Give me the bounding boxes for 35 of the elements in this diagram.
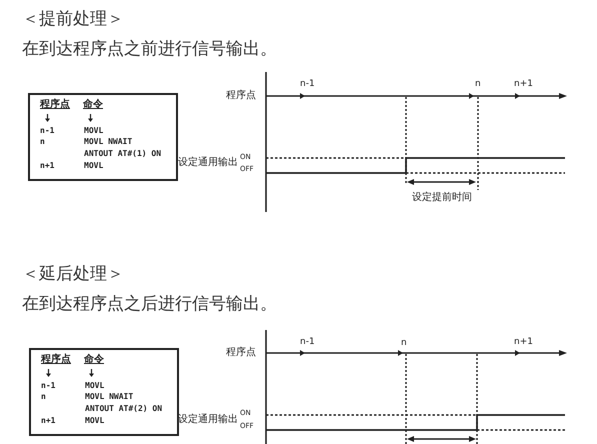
step-label: n-1 bbox=[41, 382, 56, 390]
step-label: n bbox=[41, 393, 46, 401]
dimension-label: 设定提前时间 bbox=[412, 193, 472, 203]
axis-label: 程序点 bbox=[226, 91, 256, 101]
command-text: ANTOUT AT#(1) ON bbox=[84, 150, 162, 158]
signal-label: 设定通用输出 bbox=[178, 415, 238, 425]
axis-label: 程序点 bbox=[226, 348, 256, 358]
step-label: n bbox=[40, 138, 45, 146]
command-text: MOVL bbox=[84, 127, 104, 135]
section-heading: ＜提前处理＞ bbox=[22, 11, 124, 28]
signal-label: 设定通用输出 bbox=[178, 158, 238, 168]
step-label: n+1 bbox=[41, 417, 56, 425]
program-listing-box bbox=[28, 93, 178, 181]
command-text: MOVL bbox=[85, 417, 104, 425]
column-header: 命令 bbox=[83, 100, 103, 110]
command-text: ANTOUT AT#(2) ON bbox=[85, 405, 162, 413]
program-listing-box bbox=[29, 348, 179, 436]
command-text: MOVL bbox=[84, 162, 104, 170]
column-header: 程序点 bbox=[41, 355, 71, 365]
point-label: n bbox=[475, 80, 481, 89]
command-text: MOVL bbox=[85, 382, 104, 390]
description-text: 在到达程序点之前进行信号输出。 bbox=[22, 41, 277, 58]
point-label: n+1 bbox=[514, 338, 533, 347]
point-label: n bbox=[401, 339, 407, 348]
column-header: 命令 bbox=[84, 355, 104, 365]
command-text: MOVL NWAIT bbox=[84, 138, 132, 146]
step-label: n+1 bbox=[40, 162, 54, 170]
command-text: MOVL NWAIT bbox=[85, 393, 134, 401]
step-label: n-1 bbox=[40, 127, 54, 135]
description-text: 在到达程序点之后进行信号输出。 bbox=[22, 296, 277, 313]
point-label: n-1 bbox=[300, 338, 315, 347]
column-header: 程序点 bbox=[40, 100, 70, 110]
point-label: n-1 bbox=[300, 80, 315, 89]
section-heading: ＜延后处理＞ bbox=[22, 266, 124, 283]
point-label: n+1 bbox=[514, 80, 533, 89]
